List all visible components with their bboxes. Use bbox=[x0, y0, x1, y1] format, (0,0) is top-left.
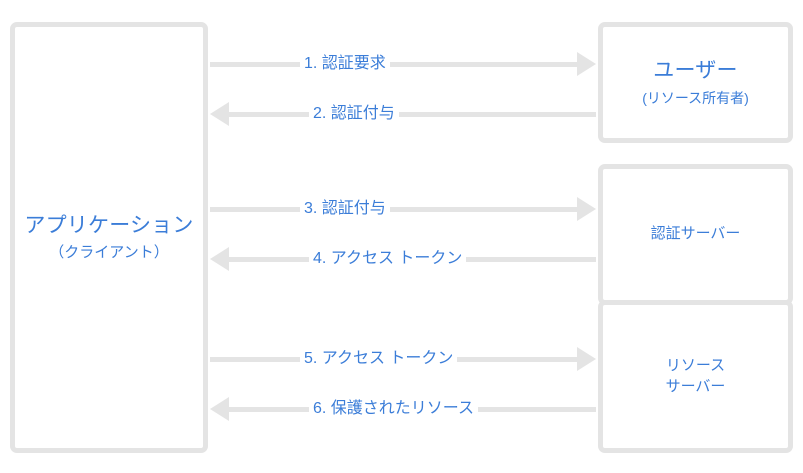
flow-5-line-right bbox=[457, 356, 577, 362]
flow-arrow-1: 1. 認証要求 bbox=[210, 51, 596, 77]
flow-6-line-left bbox=[229, 406, 309, 412]
flow-4-line-right bbox=[466, 256, 596, 262]
flow-1-label: 1. 認証要求 bbox=[304, 55, 386, 72]
flow-1-line-left bbox=[210, 61, 300, 67]
flow-arrow-2: 2. 認証付与 bbox=[210, 101, 596, 127]
flow-3-line-right bbox=[389, 206, 577, 212]
arrow-right-icon bbox=[577, 347, 596, 371]
node-auth-server: 認証サーバー bbox=[598, 164, 793, 305]
flow-arrow-6: 6. 保護されたリソース bbox=[210, 396, 596, 422]
flow-6-label: 6. 保護されたリソース bbox=[313, 400, 474, 417]
flow-4-label: 4. アクセス トークン bbox=[313, 250, 463, 267]
flow-arrow-3: 3. 認証付与 bbox=[210, 196, 596, 222]
flow-2-line-left bbox=[229, 111, 309, 117]
node-resource-server-title: リソース bbox=[665, 357, 726, 375]
node-user-subtitle: (リソース所有者) bbox=[642, 89, 749, 106]
node-application: アプリケーション （クライアント） bbox=[10, 22, 208, 453]
arrow-right-icon bbox=[577, 197, 596, 221]
flow-5-label: 5. アクセス トークン bbox=[304, 350, 454, 367]
node-user: ユーザー (リソース所有者) bbox=[598, 22, 793, 143]
flow-6-line-right bbox=[478, 406, 596, 412]
arrow-right-icon bbox=[577, 52, 596, 76]
node-auth-server-title: 認証サーバー bbox=[650, 225, 741, 243]
arrow-left-icon bbox=[210, 247, 229, 271]
arrow-left-icon bbox=[210, 102, 229, 126]
flow-2-label: 2. 認証付与 bbox=[313, 105, 395, 122]
flow-4-line-left bbox=[229, 256, 309, 262]
node-application-subtitle: （クライアント） bbox=[49, 243, 169, 261]
flow-arrow-4: 4. アクセス トークン bbox=[210, 246, 596, 272]
node-resource-server: リソース サーバー bbox=[598, 300, 793, 453]
flow-2-line-right bbox=[398, 111, 596, 117]
flow-1-line-right bbox=[389, 61, 577, 67]
flow-5-line-left bbox=[210, 356, 300, 362]
flow-arrow-5: 5. アクセス トークン bbox=[210, 346, 596, 372]
node-application-title: アプリケーション bbox=[24, 214, 194, 238]
arrow-left-icon bbox=[210, 397, 229, 421]
flow-3-line-left bbox=[210, 206, 300, 212]
flow-3-label: 3. 認証付与 bbox=[304, 200, 386, 217]
node-resource-server-subtitle: サーバー bbox=[665, 377, 726, 395]
node-user-title: ユーザー bbox=[653, 59, 738, 83]
